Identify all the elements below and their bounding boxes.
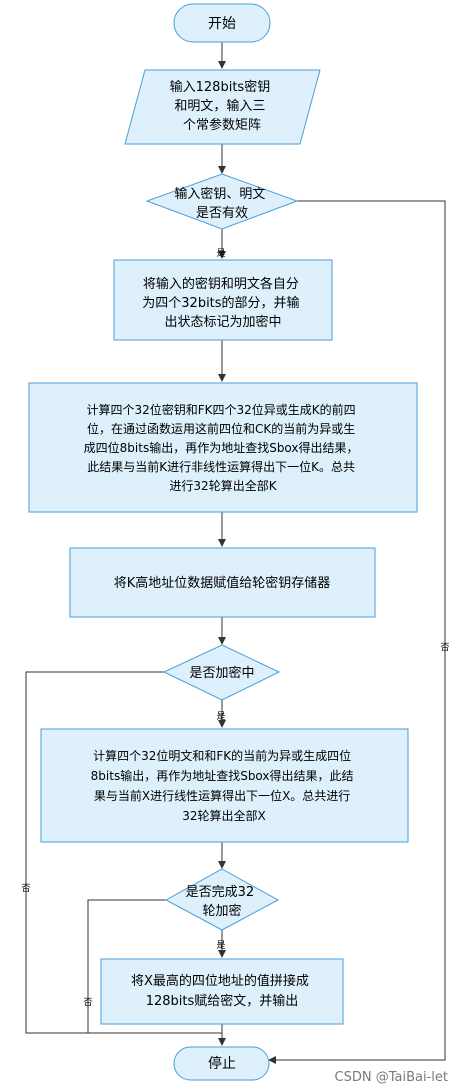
key-expand-label-line: 位，在通过函数运用这前四位和CK的当前为异或生	[87, 421, 355, 436]
output-label-line: 128bits赋给密文，并输出	[146, 993, 299, 1009]
valid-check-label-line: 输入密钥、明文	[174, 186, 265, 202]
split-label-line: 为四个32bits的部分，并输	[142, 295, 299, 311]
valid-check-label-line: 是否有效	[196, 206, 248, 221]
output-box	[100, 958, 344, 1025]
key-expand-label-line: 计算四个32位密钥和FK四个32位异或生成K的前四	[86, 402, 355, 417]
no-label-right: 否	[440, 642, 449, 653]
input-parallelogram	[124, 69, 321, 145]
start-label: 开始	[208, 16, 236, 32]
shapes	[28, 3, 418, 1081]
round-label-line: 计算四个32位明文和和FK的当前为异或生成四位	[93, 748, 351, 763]
input-label-line: 输入128bits密钥	[170, 79, 271, 95]
done-check-label-line: 是否完成32	[186, 885, 255, 900]
input-label-line: 和明文，输入三	[174, 98, 265, 114]
output-label-line: 将X最高的四位地址的值拼接成	[131, 973, 309, 989]
done-check-diamond	[164, 868, 280, 931]
round-label: 计算四个32位明文和和FK的当前为异或生成四位 8bits输出，再作为地址查找S…	[91, 748, 358, 823]
no-label-left: 否	[21, 883, 30, 894]
input-label-line: 个常参数矩阵	[183, 117, 261, 133]
split-label-line: 将输入的密钥和明文各自分	[143, 276, 299, 292]
start-terminal	[173, 3, 271, 43]
edge-labels: 是 是 是 否 否 否	[21, 248, 449, 1008]
stop-terminal	[173, 1046, 270, 1081]
round-box	[40, 728, 409, 843]
key-expand-label-line: 此结果与当前K进行非线性运算得出下一位K。总共	[87, 459, 355, 474]
key-expand-box	[28, 382, 418, 513]
node-labels: 开始 输入128bits密钥 和明文，输入三 个常参数矩阵 输入密钥、明文 是否…	[84, 16, 363, 1072]
edge-valid-check-no	[268, 200, 446, 1064]
round-label-line: 32轮算出全部X	[182, 808, 266, 823]
stop-label: 停止	[208, 1055, 236, 1072]
watermark: CSDN @TaiBai-let	[335, 1070, 448, 1085]
encrypting-check-label: 是否加密中	[189, 665, 254, 681]
done-check-label: 是否完成32 轮加密	[186, 885, 259, 919]
valid-check-label: 输入密钥、明文 是否有效	[174, 186, 269, 221]
key-expand-label-line: 成四位8bits输出，再作为地址查找Sbox得出结果，	[84, 440, 359, 455]
yes-label-encrypting: 是	[216, 711, 225, 722]
round-label-line: 果与当前X进行线性运算得出下一位X。总共进行	[94, 788, 350, 803]
yes-label-done: 是	[216, 940, 225, 951]
split-label-line: 出状态标记为加密中	[164, 314, 281, 330]
no-label-inner: 否	[83, 997, 92, 1008]
split-label: 将输入的密钥和明文各自分 为四个32bits的部分，并输 出状态标记为加密中	[142, 276, 303, 330]
key-expand-label-line: 进行32轮算出全部K	[169, 478, 277, 493]
yes-label-valid: 是	[216, 248, 225, 259]
split-box	[113, 259, 333, 341]
round-label-line: 8bits输出，再作为地址查找Sbox得出结果，此结	[91, 768, 354, 783]
output-label: 将X最高的四位地址的值拼接成 128bits赋给密文，并输出	[131, 973, 313, 1009]
encrypting-check-diamond	[162, 644, 281, 701]
done-check-label-line: 轮加密	[202, 903, 241, 919]
valid-check-diamond	[145, 173, 299, 230]
store-keys-label: 将K高地址位数据赋值给轮密钥存储器	[114, 575, 331, 591]
store-keys-box	[69, 547, 376, 618]
key-expand-label: 计算四个32位密钥和FK四个32位异或生成K的前四 位，在通过函数运用这前四位和…	[84, 402, 363, 493]
input-label: 输入128bits密钥 和明文，输入三 个常参数矩阵	[170, 79, 275, 133]
edge-done-check-no	[87, 899, 222, 1034]
connectors	[25, 42, 446, 1064]
